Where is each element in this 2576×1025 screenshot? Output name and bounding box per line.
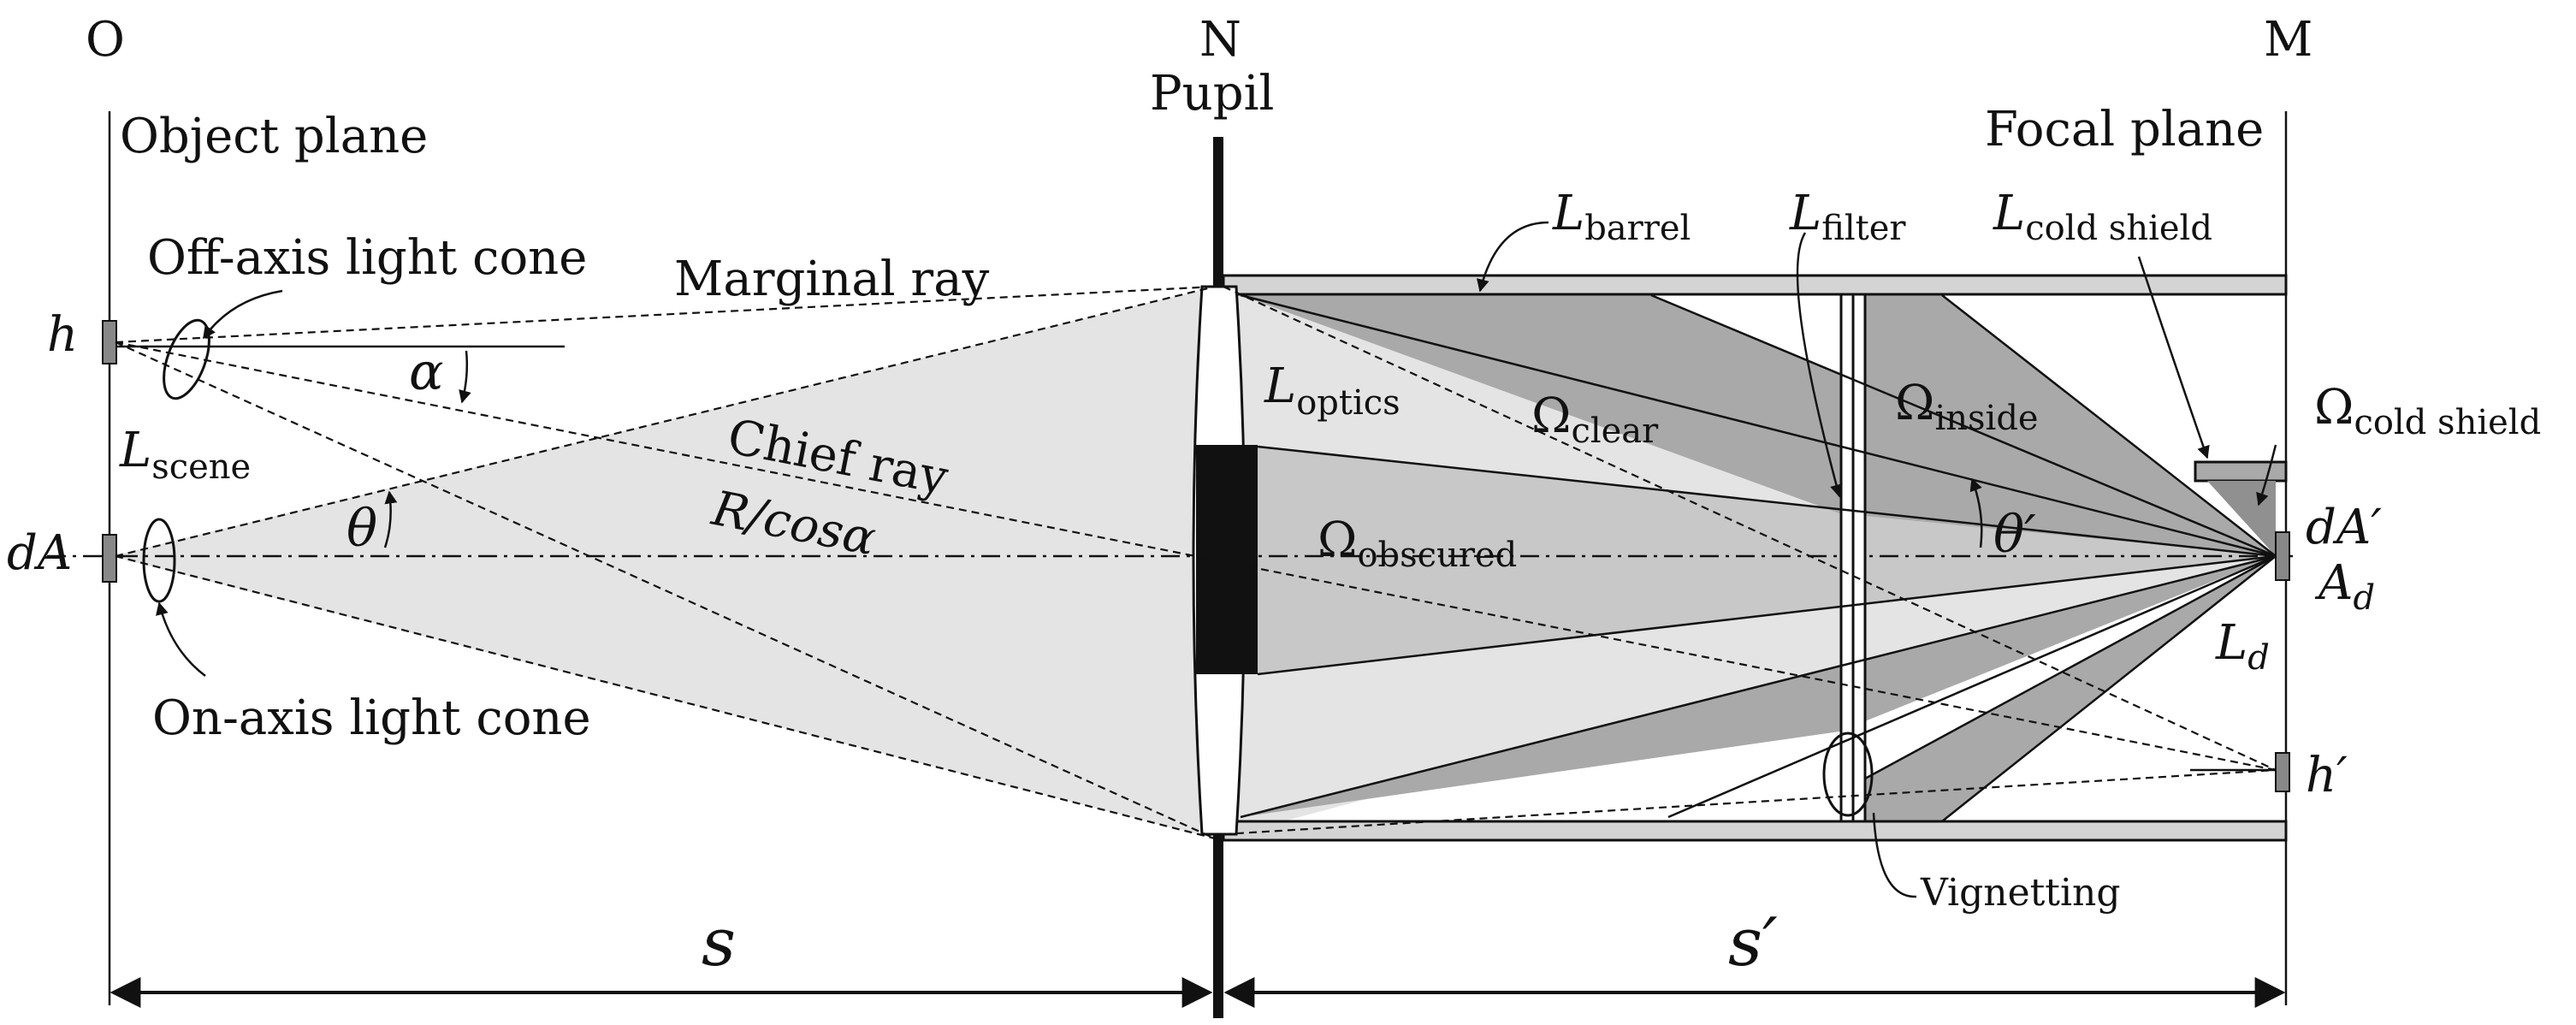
distance-s-label: s xyxy=(702,904,736,981)
L-optics-label: Loptics xyxy=(1264,358,1401,423)
pupil-label: Pupil xyxy=(1150,66,1274,121)
h-prime-label: h′ xyxy=(2306,748,2348,803)
filter-wall-right xyxy=(1851,293,1867,823)
cone-lower-edge xyxy=(115,554,1216,840)
image-ray-lower xyxy=(1223,768,2277,836)
vignetting-label: Vignetting xyxy=(1920,871,2121,915)
filter-leader-arrowhead-icon xyxy=(1796,232,1843,498)
theta-symbol: θ xyxy=(346,499,377,559)
detector-element-dA-prime xyxy=(2275,531,2290,581)
central-obscuration xyxy=(1196,445,1258,674)
alpha-arrowhead-icon xyxy=(459,350,471,404)
on-axis-cone-ellipse-icon xyxy=(142,518,176,603)
object-element-h xyxy=(102,320,117,364)
cold-shield-block xyxy=(2194,460,2288,483)
focal-plane-letter: M xyxy=(2264,12,2312,68)
inside-cone-shading xyxy=(1861,295,2276,556)
cold-shield-leader-arrowhead-icon xyxy=(2137,256,2210,459)
L-filter-label: Lfilter xyxy=(1789,186,1906,248)
ray-lines xyxy=(115,285,2277,840)
vignetting-lower-wedge xyxy=(1865,556,2276,821)
barrel-leader-arrowhead-icon xyxy=(1477,221,1549,293)
object-plane-letter: O xyxy=(86,12,125,68)
omega-inside-label: Ωinside xyxy=(1895,376,2039,438)
on-axis-cone-shading xyxy=(111,287,1215,838)
off-axis-leader-arrowhead-icon xyxy=(202,289,283,340)
detector-element-h-prime xyxy=(2275,752,2290,792)
chief-ray xyxy=(115,341,2277,772)
pupil-plane-letter: N xyxy=(1199,12,1241,68)
leader-arrows xyxy=(156,221,2277,898)
cone-upper-edge xyxy=(115,285,1216,558)
omega-cold-shield-label: Ωcold shield xyxy=(2314,380,2541,442)
omega-cold-leader-arrowhead-icon xyxy=(2256,444,2277,507)
dA-label: dA xyxy=(7,525,72,581)
L-barrel-label: Lbarrel xyxy=(1552,186,1691,248)
focal-plane-label: Focal plane xyxy=(1985,102,2264,157)
theta-arc-arrowhead-icon xyxy=(383,490,398,548)
L-scene-label: Lscene xyxy=(119,423,251,487)
omega-obscured-label: Ωobscured xyxy=(1318,512,1517,575)
alpha-symbol: α xyxy=(409,342,444,402)
vignetting-ellipse-icon xyxy=(1822,732,1874,817)
vignetting-leader xyxy=(1872,812,1917,898)
theta-prime-symbol: θ′ xyxy=(1993,505,2036,565)
marginal-ray-lower xyxy=(115,341,1216,840)
obscured-cone-shading xyxy=(1258,447,2276,674)
A-d-label: Ad xyxy=(2314,555,2375,618)
object-plane-label: Object plane xyxy=(120,109,428,164)
dA-prime-label: dA′ xyxy=(2306,500,2382,555)
off-axis-cone-label: Off-axis light cone xyxy=(147,230,587,286)
theta-prime-arc-arrowhead-icon xyxy=(1969,477,1983,548)
off-axis-cone-ellipse-icon xyxy=(163,318,210,400)
on-axis-cone-label: On-axis light cone xyxy=(152,690,591,746)
distance-s-prime-label: s′ xyxy=(1728,904,1778,981)
solid-rays xyxy=(1240,293,2277,822)
marginal-ray-upper xyxy=(115,285,1216,344)
L-cold-shield-label: Lcold shield xyxy=(1993,186,2212,248)
barrel-top-wall xyxy=(1222,274,2288,296)
object-element-dA xyxy=(102,534,117,583)
h-label: h xyxy=(47,307,78,363)
marginal-ray-label: Marginal ray xyxy=(674,252,990,307)
image-ray-upper xyxy=(1223,286,2277,771)
omega-clear-label: Ωclear xyxy=(1531,388,1659,451)
L-d-label: Ld xyxy=(2215,615,2270,678)
on-axis-leader-arrowhead-icon xyxy=(156,601,206,677)
